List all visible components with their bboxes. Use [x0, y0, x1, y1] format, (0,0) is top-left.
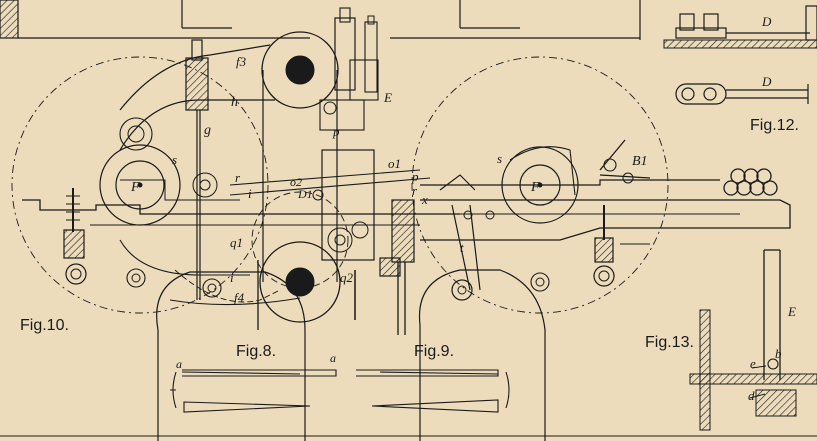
- letter-o2: o2: [290, 175, 302, 189]
- letter-t: t: [460, 240, 464, 255]
- letter-s-left: s: [172, 152, 177, 167]
- tapered-bars: [170, 369, 510, 413]
- letter-b: b: [775, 346, 782, 361]
- fig13-detail: [689, 249, 817, 431]
- letter-q2: q2: [340, 270, 354, 285]
- letter-g: g: [204, 123, 211, 138]
- letter-a-right: a: [330, 351, 336, 365]
- letter-E-top: E: [383, 90, 392, 105]
- letter-D1: D1: [297, 187, 313, 201]
- letter-x: x: [421, 192, 428, 207]
- caption-fig9: Fig.9.: [414, 343, 454, 360]
- caption-fig13: Fig.13.: [645, 334, 694, 351]
- letter-r-right: r: [412, 183, 418, 198]
- fig9-assembly: [411, 56, 791, 441]
- reference-letters: F F f3 f4 g h s s r r i i q1 q2 E E p p …: [130, 14, 796, 403]
- letter-h: h: [231, 95, 238, 110]
- letter-p: p: [332, 124, 340, 139]
- letter-f4: f4: [234, 290, 245, 305]
- top-frame: [0, 0, 641, 40]
- fig8-assembly: [169, 7, 431, 335]
- letter-a-left: a: [176, 357, 182, 371]
- caption-fig10: Fig.10.: [20, 317, 69, 334]
- figure-captions: Fig.8. Fig.9. Fig.10. Fig.12. Fig.13.: [20, 117, 799, 360]
- letter-q1: q1: [230, 235, 243, 250]
- letter-F-right: F: [530, 180, 540, 195]
- letter-o1: o1: [388, 156, 401, 171]
- letter-D-top: D: [761, 14, 772, 29]
- caption-fig8: Fig.8.: [236, 343, 276, 360]
- letter-e: e: [750, 356, 756, 371]
- fig10-assembly: [0, 39, 817, 441]
- letter-i-left: i: [248, 186, 252, 201]
- letter-D-mid: D: [761, 74, 772, 89]
- letter-r: r: [235, 170, 241, 185]
- letter-s-right: s: [497, 151, 502, 166]
- letter-B1: B1: [632, 154, 648, 169]
- letter-E-fig13: E: [787, 304, 796, 319]
- fig12-detail: [663, 5, 817, 105]
- letter-p-mid: p: [411, 169, 419, 184]
- letter-f3: f3: [236, 54, 247, 69]
- letter-i-lower: i: [230, 270, 234, 285]
- letter-d: d: [748, 388, 755, 403]
- letter-F-left: F: [130, 180, 140, 195]
- bar-stack: [723, 168, 778, 196]
- caption-fig12: Fig.12.: [750, 117, 799, 134]
